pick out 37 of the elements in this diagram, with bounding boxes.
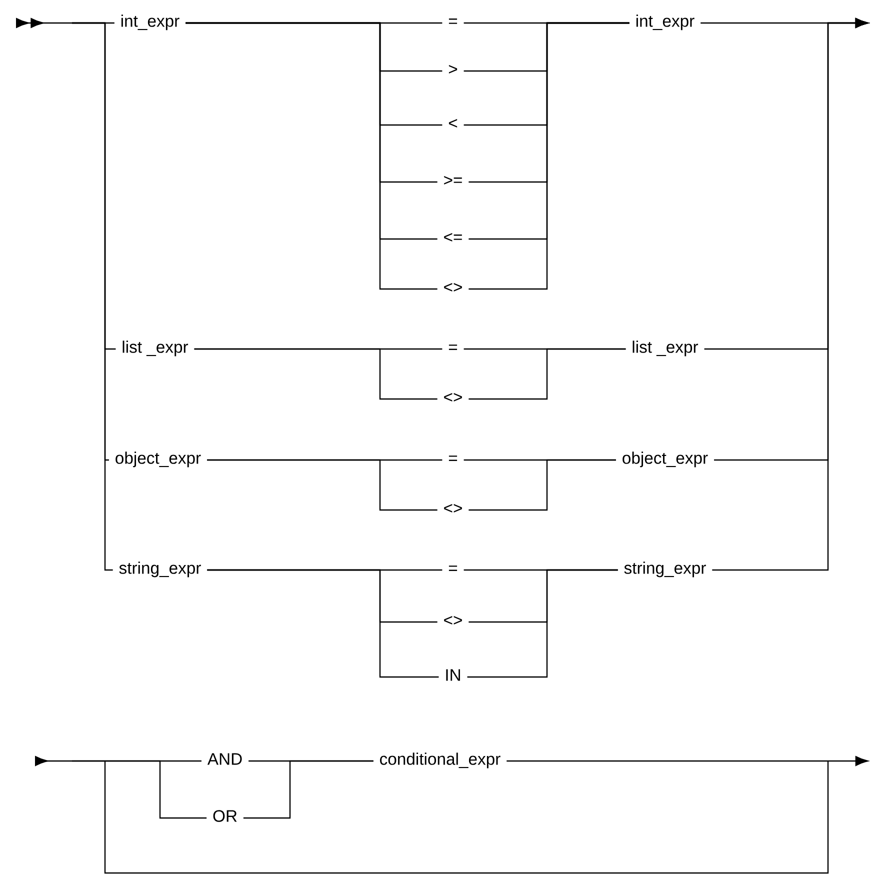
operator-label: <> [444, 393, 462, 402]
term-label: conditional_expr [380, 752, 500, 768]
track-line [72, 760, 207, 819]
term-label: list _expr [122, 340, 188, 356]
track-line [468, 459, 616, 511]
operator-label: <= [444, 233, 462, 242]
operator-label: = [448, 456, 458, 461]
track-line [467, 569, 618, 678]
operator-label: <> [444, 504, 462, 512]
term-label: string_expr [624, 562, 706, 578]
track-line [468, 22, 630, 290]
term-label: int_expr [636, 14, 694, 30]
term-label: int_expr [121, 14, 180, 30]
operator-label: = [448, 344, 458, 350]
track-line [243, 760, 374, 819]
term-label: object_expr [622, 452, 708, 468]
term-label: object_expr [116, 452, 201, 468]
track-line [468, 348, 626, 400]
operator-label: < [448, 119, 458, 128]
term-label: list _expr [632, 340, 698, 356]
operator-label: > [448, 65, 458, 74]
track-line [506, 756, 868, 766]
operator-label: = [448, 18, 458, 24]
operator-label: IN [446, 669, 460, 681]
operator-label: = [448, 566, 458, 571]
track-line [186, 22, 438, 290]
track-line [72, 22, 113, 571]
track-line [207, 459, 438, 511]
track-line [207, 569, 439, 678]
term-label: string_expr [119, 562, 201, 578]
operator-label: <> [444, 616, 462, 624]
operator-label: AND [207, 753, 242, 765]
operator-label: OR [213, 810, 237, 822]
track-line [194, 348, 438, 400]
operator-label: <> [444, 283, 462, 292]
operator-label: >= [444, 176, 462, 184]
track-line [712, 18, 868, 571]
